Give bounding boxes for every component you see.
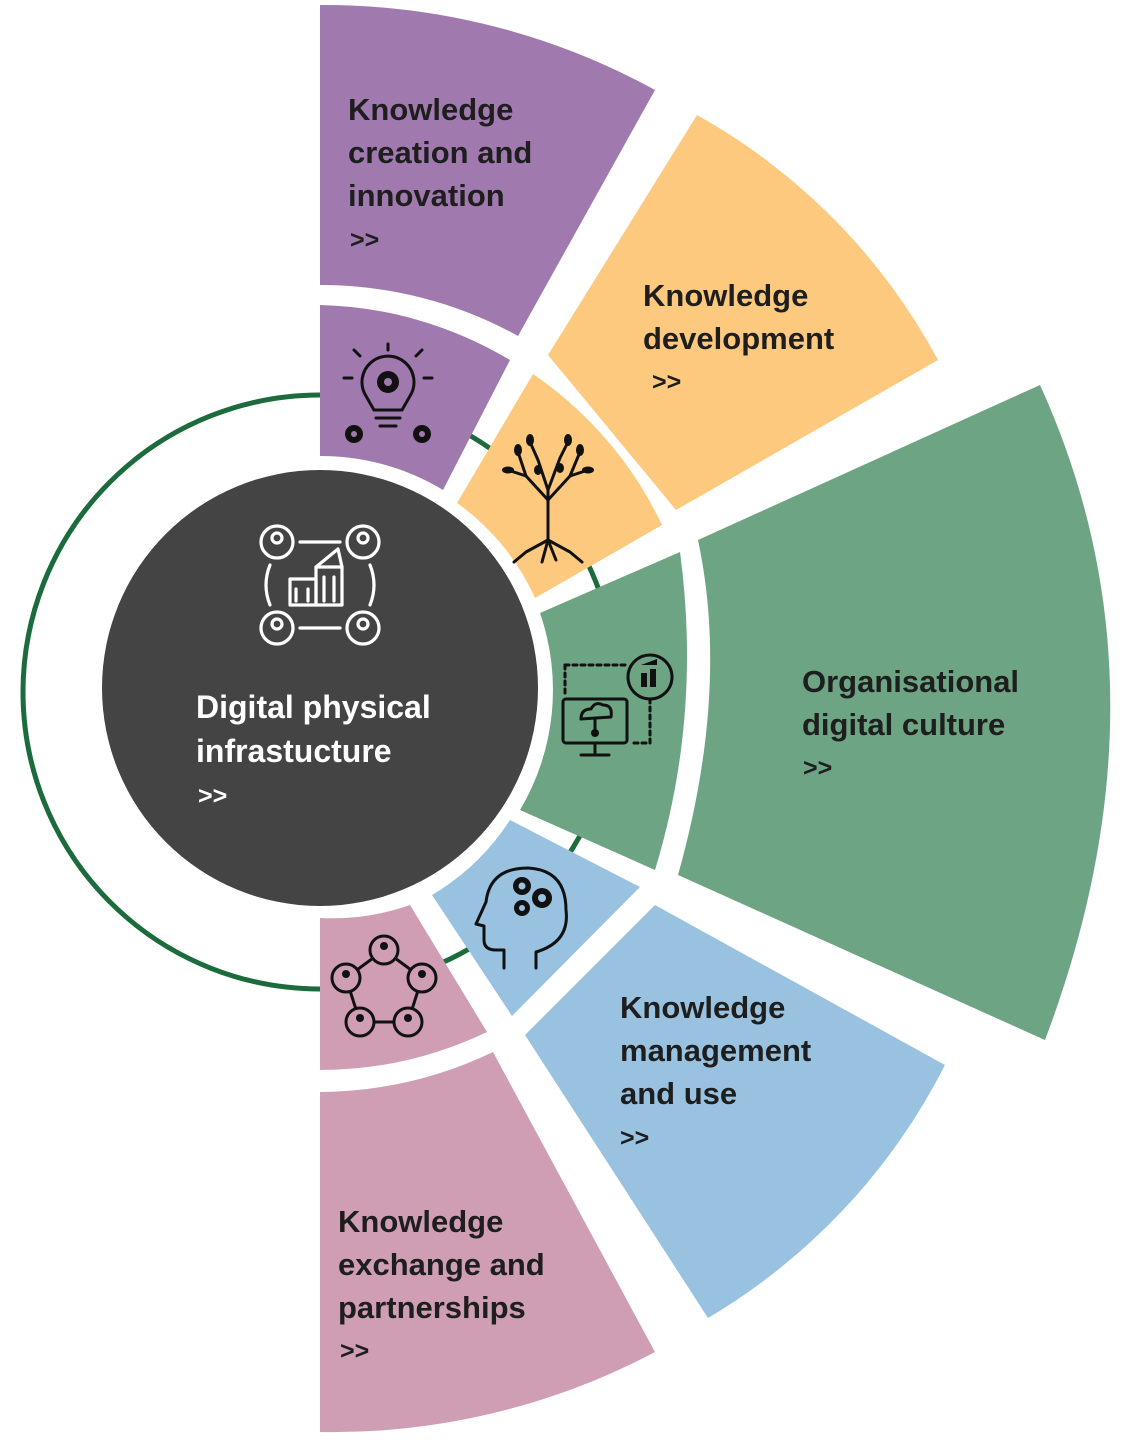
segment-development-line-2: development [643,321,834,356]
segment-management-outer[interactable] [525,905,945,1318]
segment-culture-arrow[interactable]: >> [803,754,832,782]
segment-culture-inner[interactable] [520,552,688,870]
segment-exchange-line-3: partnerships [338,1290,526,1325]
segment-development[interactable]: Knowledge development >> [457,115,938,598]
segment-culture-outer[interactable] [678,385,1111,1040]
segment-creation-line-1: Knowledge [348,92,513,127]
center-arrow[interactable]: >> [198,782,227,810]
lightbulb-gears-icon [342,342,434,443]
center-title-line-2: infrastucture [196,733,392,769]
segment-creation-arrow[interactable]: >> [350,226,379,254]
segment-creation-line-2: creation and [348,135,532,170]
segment-management-arrow[interactable]: >> [620,1124,649,1152]
center-hub[interactable]: Digital physical infrastucture >> [102,470,538,906]
segment-development-arrow[interactable]: >> [652,368,681,396]
segment-exchange[interactable]: Knowledge exchange and partnerships >> [320,905,655,1433]
segment-creation-line-3: innovation [348,178,505,213]
center-title-line-1: Digital physical [196,689,431,725]
people-network-icon [330,934,438,1038]
segment-management-line-2: management [620,1033,811,1068]
segment-exchange-arrow[interactable]: >> [340,1337,369,1365]
segment-creation-outer[interactable] [320,4,655,336]
segment-culture-line-2: digital culture [802,707,1005,742]
head-gears-icon [474,866,568,970]
computer-network-icon [561,653,674,757]
center-hub-circle[interactable] [102,470,538,906]
segment-management-inner[interactable] [432,820,640,1016]
segment-exchange-outer[interactable] [320,1052,655,1433]
segment-management-line-3: and use [620,1076,737,1111]
segment-culture-line-1: Organisational [802,664,1019,699]
segment-management-line-1: Knowledge [620,990,785,1025]
segment-development-outer[interactable] [548,115,938,510]
segment-exchange-line-2: exchange and [338,1247,545,1282]
segment-management[interactable]: Knowledge management and use >> [432,820,945,1318]
segment-culture[interactable]: Organisational digital culture >> [520,385,1111,1040]
segment-creation[interactable]: Knowledge creation and innovation >> [320,4,655,490]
network-building-icon [259,524,381,646]
tree-icon [502,434,594,564]
segment-exchange-line-1: Knowledge [338,1204,503,1239]
segment-development-line-1: Knowledge [643,278,808,313]
segment-creation-inner[interactable] [320,305,510,490]
